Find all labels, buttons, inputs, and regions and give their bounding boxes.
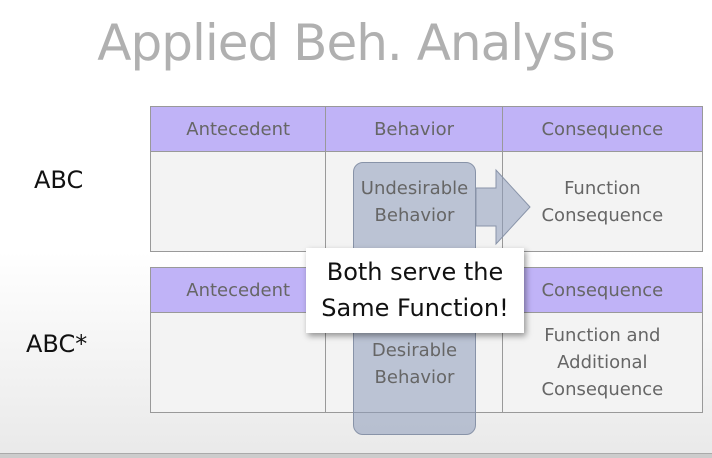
antecedent-cell	[151, 152, 327, 251]
row-label-abc-star: ABC*	[26, 330, 88, 358]
consequence-line: Function	[564, 177, 641, 199]
label-line: Behavior	[374, 367, 455, 388]
header-antecedent: Antecedent	[151, 268, 327, 312]
header-antecedent: Antecedent	[151, 107, 327, 151]
slide-title: Applied Beh. Analysis	[97, 14, 615, 72]
arrow-right-icon	[475, 168, 531, 246]
header-consequence: Consequence	[541, 118, 664, 140]
row-label-abc: ABC	[34, 166, 84, 194]
label-line: Desirable	[371, 340, 458, 361]
bottom-divider	[0, 453, 712, 458]
table-header: Antecedent Behavior Consequence	[151, 107, 702, 152]
label-line: Behavior	[374, 205, 455, 226]
consequence-line: Function and	[544, 325, 661, 346]
abc-table: Antecedent Behavior Consequence Function…	[150, 106, 703, 252]
callout-line: Both serve the	[326, 258, 504, 286]
label-line: Undesirable	[360, 178, 469, 199]
header-consequence: Consequence	[541, 279, 664, 301]
consequence-line: Consequence	[541, 379, 664, 400]
header-behavior: Behavior	[326, 107, 503, 151]
antecedent-cell	[151, 313, 327, 412]
consequence-line: Consequence	[541, 204, 664, 226]
behavior-cell	[326, 313, 503, 412]
callout-line: Same Function!	[321, 294, 509, 322]
consequence-line: Additional	[557, 352, 648, 373]
